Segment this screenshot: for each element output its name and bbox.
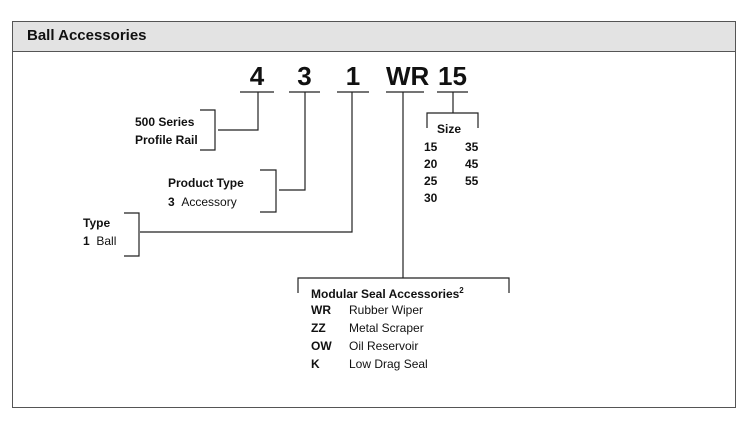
product-type-label: Accessory [181, 195, 237, 209]
size-value: 25 [424, 174, 438, 188]
seal-code: K [311, 357, 320, 371]
seal-label: Oil Reservoir [349, 339, 419, 353]
product-type-option: 3 Accessory [168, 195, 237, 209]
series-label-line1: 500 Series [135, 115, 195, 129]
size-value: 20 [424, 157, 438, 171]
panel-header: Ball Accessories [13, 22, 735, 52]
size-value: 15 [424, 140, 438, 154]
size-value: 35 [465, 140, 479, 154]
code-seal-accessory: WR [386, 61, 430, 91]
size-value: 45 [465, 157, 479, 171]
seal-code: ZZ [311, 321, 326, 335]
seal-label: Low Drag Seal [349, 357, 428, 371]
type-option: 1 Ball [83, 234, 116, 248]
seals-footnote-marker: 2 [459, 286, 464, 295]
seals-title: Modular Seal Accessories2 [311, 284, 464, 301]
panel-title: Ball Accessories [27, 27, 147, 44]
code-digit-series: 4 [249, 61, 265, 91]
product-type-code: 3 [168, 195, 175, 209]
seal-code: WR [311, 303, 331, 317]
size-value: 30 [424, 191, 438, 205]
seal-code: OW [311, 339, 332, 353]
type-code: 1 [83, 234, 90, 248]
code-size: 15 [438, 61, 467, 91]
type-title: Type [83, 216, 111, 230]
code-digit-product-type: 3 [297, 61, 312, 91]
seals-title-text: Modular Seal Accessories [311, 287, 460, 301]
series-label-line2: Profile Rail [135, 133, 198, 147]
seal-label: Metal Scraper [349, 321, 424, 335]
type-label: Ball [96, 234, 117, 248]
size-title: Size [437, 122, 462, 136]
seal-label: Rubber Wiper [349, 303, 424, 317]
product-type-title: Product Type [168, 176, 244, 190]
code-digit-type: 1 [345, 61, 361, 91]
size-value: 55 [465, 174, 479, 188]
diagram-panel: Ball Accessories [12, 21, 736, 408]
